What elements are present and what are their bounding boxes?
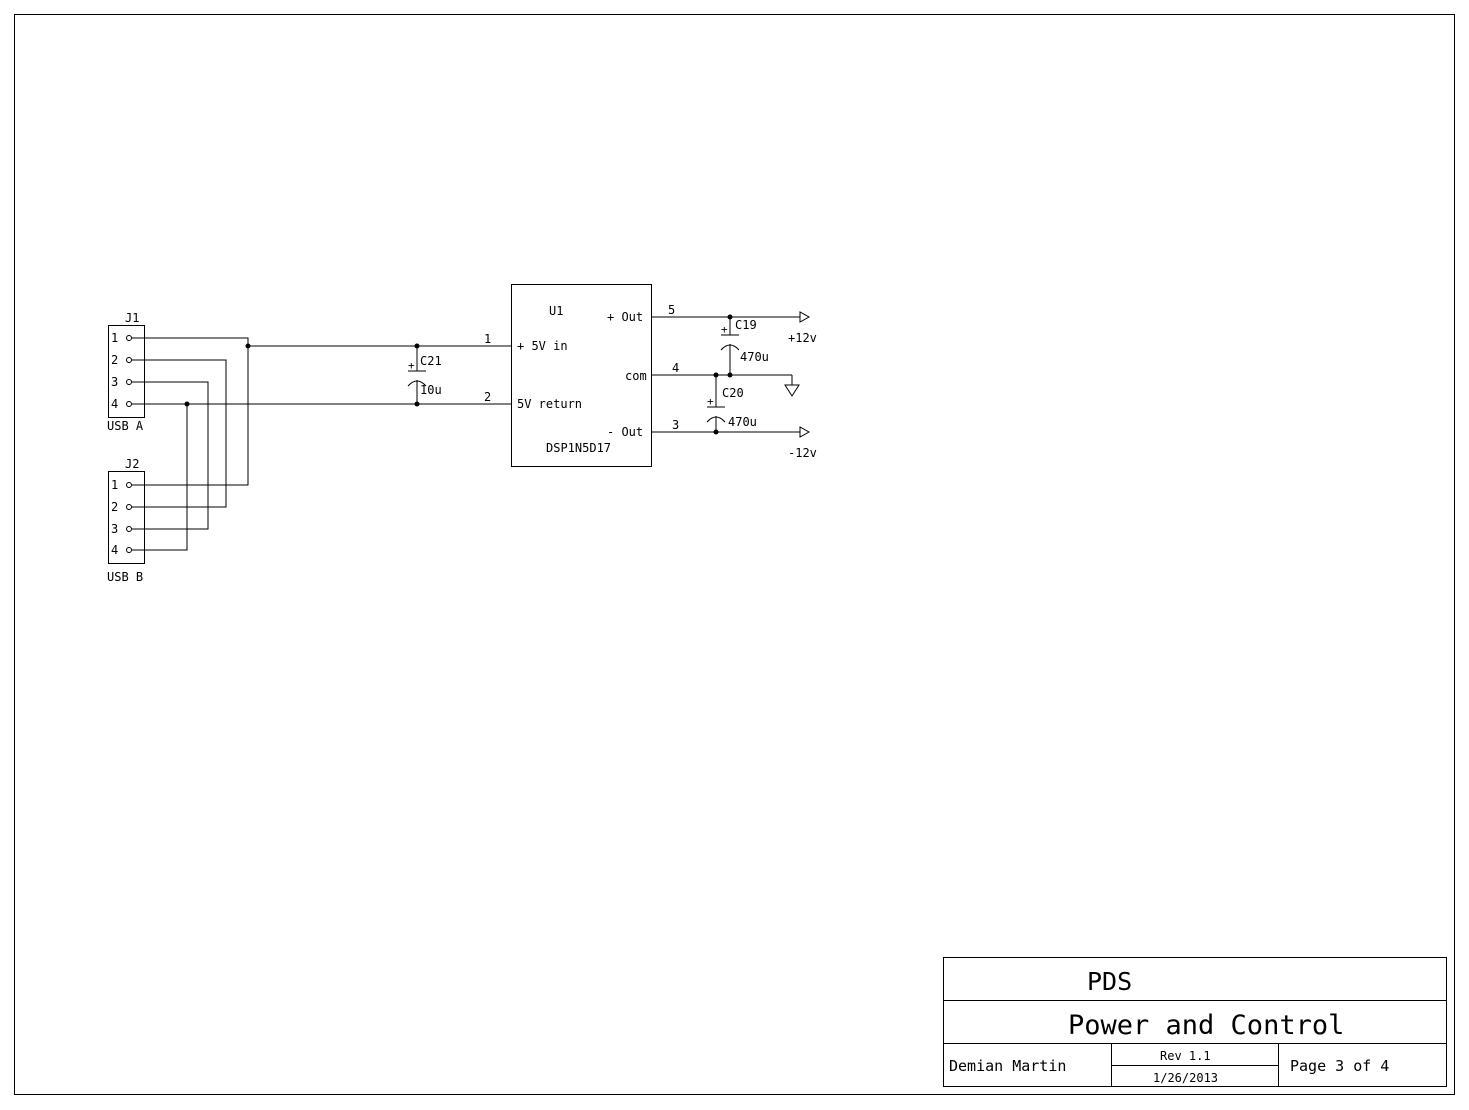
u1-pin-number-pos: 5 [668, 303, 675, 317]
u1-pin-5v-return: 5V return [517, 397, 582, 411]
c20-value: 470u [728, 415, 757, 429]
j2-label: USB B [107, 570, 143, 584]
j2-connector-body [108, 471, 145, 564]
j1-pin-4: 4 [111, 397, 118, 411]
wires [132, 311, 811, 551]
j1-pin-1: 1 [111, 331, 118, 345]
j2-ref: J2 [125, 457, 139, 471]
revision-date: 1/26/2013 [1153, 1071, 1218, 1085]
rail-plus-12v: +12v [788, 331, 817, 345]
j2-pin-1: 1 [111, 478, 118, 492]
u1-pin-number-in: 1 [484, 332, 491, 346]
c21-polarity: + [408, 359, 415, 372]
j2-pin-4: 4 [111, 543, 118, 557]
j1-pin-3: 3 [111, 375, 118, 389]
j1-ref: J1 [125, 311, 139, 325]
rail-minus-12v: -12v [788, 446, 817, 460]
c19-value: 470u [740, 350, 769, 364]
u1-ref: U1 [549, 304, 563, 318]
sheet-border [14, 14, 1455, 1095]
c19-polarity: + [721, 323, 728, 336]
c21-ref: C21 [420, 354, 442, 368]
j1-connector-body [108, 325, 145, 418]
u1-pin-com: com [625, 369, 647, 383]
u1-pin-minus-out: - Out [607, 425, 643, 439]
revision: Rev 1.1 [1160, 1049, 1211, 1063]
c21-value: 10u [420, 383, 442, 397]
pin-circles [126, 335, 132, 553]
j2-pin-2: 2 [111, 500, 118, 514]
project-name: PDS [1087, 967, 1132, 996]
page-number: Page 3 of 4 [1290, 1057, 1389, 1075]
sheet-title: Power and Control [1068, 1010, 1344, 1041]
j2-pin-3: 3 [111, 522, 118, 536]
j1-pin-2: 2 [111, 353, 118, 367]
author-name: Demian Martin [949, 1057, 1066, 1075]
u1-pin-plus-out: + Out [607, 310, 643, 324]
u1-pin-plus-5v-in: + 5V in [517, 339, 568, 353]
junction-dots [184, 314, 733, 435]
title-block-frame [943, 957, 1447, 1087]
c20-polarity: + [707, 395, 714, 408]
c20-ref: C20 [722, 386, 744, 400]
u1-pin-number-com: 4 [672, 361, 679, 375]
j1-label: USB A [107, 419, 144, 433]
u1-pin-number-ret: 2 [484, 390, 491, 404]
c19-ref: C19 [735, 318, 757, 332]
u1-part-number: DSP1N5D17 [546, 441, 611, 455]
u1-pin-number-neg: 3 [672, 418, 679, 432]
